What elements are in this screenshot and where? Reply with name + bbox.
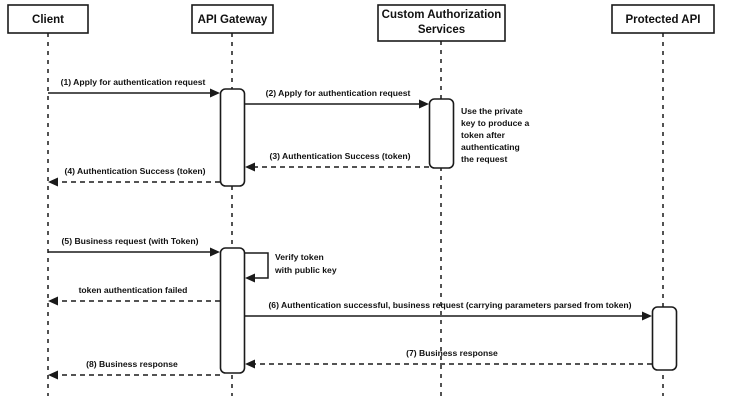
participant-label-custom-authorization-services-line1: Custom Authorization: [382, 9, 502, 21]
self-call-verify-token-arrowhead-icon: [245, 273, 255, 283]
message-1-apply-for-authentication-request[interactable]: (1) Apply for authentication request: [48, 77, 220, 98]
message-5-label: (5) Business request (with Token): [62, 236, 199, 246]
message-4-label: (4) Authentication Success (token): [64, 166, 205, 176]
note-private-key-line-4: authenticating: [461, 142, 520, 152]
message-8-business-response[interactable]: (8) Business response: [48, 359, 220, 380]
message-5-arrowhead-icon: [210, 247, 220, 257]
participant-label-api-gateway: API Gateway: [198, 14, 268, 26]
note-private-key-line-2: key to produce a: [461, 118, 530, 128]
activation-custom-authorization-services: [428, 98, 455, 169]
note-private-key-line-1: Use the private: [461, 106, 523, 116]
message-7-business-response[interactable]: (7) Business response: [245, 348, 652, 369]
note-private-key-line-3: token after: [461, 130, 506, 140]
activation-api-gateway-business: [219, 247, 246, 374]
self-call-verify-token-line-2: with public key: [274, 265, 337, 275]
message-3-arrowhead-icon: [245, 162, 255, 172]
message-2-apply-for-authentication-request[interactable]: (2) Apply for authentication request: [244, 88, 429, 109]
participant-label-custom-authorization-services-line2: Services: [418, 24, 465, 36]
message-token-authentication-failed-label: token authentication failed: [79, 285, 188, 295]
participant-label-client: Client: [32, 14, 64, 26]
message-2-label: (2) Apply for authentication request: [266, 88, 411, 98]
participant-box-custom-authorization-services[interactable]: [377, 4, 506, 42]
activation-protected-api: [651, 306, 678, 371]
message-token-authentication-failed[interactable]: token authentication failed: [48, 285, 220, 306]
self-call-verify-token[interactable]: Verify token with public key: [245, 252, 337, 283]
message-4-arrowhead-icon: [48, 177, 58, 187]
message-6-arrowhead-icon: [642, 311, 652, 321]
participant-box-client[interactable]: [7, 4, 89, 34]
message-1-arrowhead-icon: [210, 88, 220, 98]
message-8-arrowhead-icon: [48, 370, 58, 380]
activation-api-gateway-auth: [219, 88, 246, 187]
message-6-label: (6) Authentication successful, business …: [268, 300, 631, 310]
message-token-authentication-failed-arrowhead-icon: [48, 296, 58, 306]
message-2-arrowhead-icon: [419, 99, 429, 109]
note-private-key: Use the private key to produce a token a…: [461, 106, 530, 164]
message-4-authentication-success-token[interactable]: (4) Authentication Success (token): [48, 166, 220, 187]
note-private-key-line-5: the request: [461, 154, 507, 164]
message-1-label: (1) Apply for authentication request: [61, 77, 206, 87]
self-call-verify-token-line-1: Verify token: [275, 252, 324, 262]
self-call-verify-token-path: [245, 252, 269, 279]
message-3-authentication-success-token[interactable]: (3) Authentication Success (token): [245, 151, 429, 172]
message-5-business-request-with-token[interactable]: (5) Business request (with Token): [48, 236, 220, 257]
message-8-label: (8) Business response: [86, 359, 178, 369]
participant-box-api-gateway[interactable]: [191, 4, 274, 34]
message-7-label: (7) Business response: [406, 348, 498, 358]
message-3-label: (3) Authentication Success (token): [269, 151, 410, 161]
message-6-authentication-successful-business-request[interactable]: (6) Authentication successful, business …: [244, 300, 652, 321]
participant-box-protected-api[interactable]: [611, 4, 715, 34]
message-7-arrowhead-icon: [245, 359, 255, 369]
participant-label-protected-api: Protected API: [626, 14, 701, 26]
